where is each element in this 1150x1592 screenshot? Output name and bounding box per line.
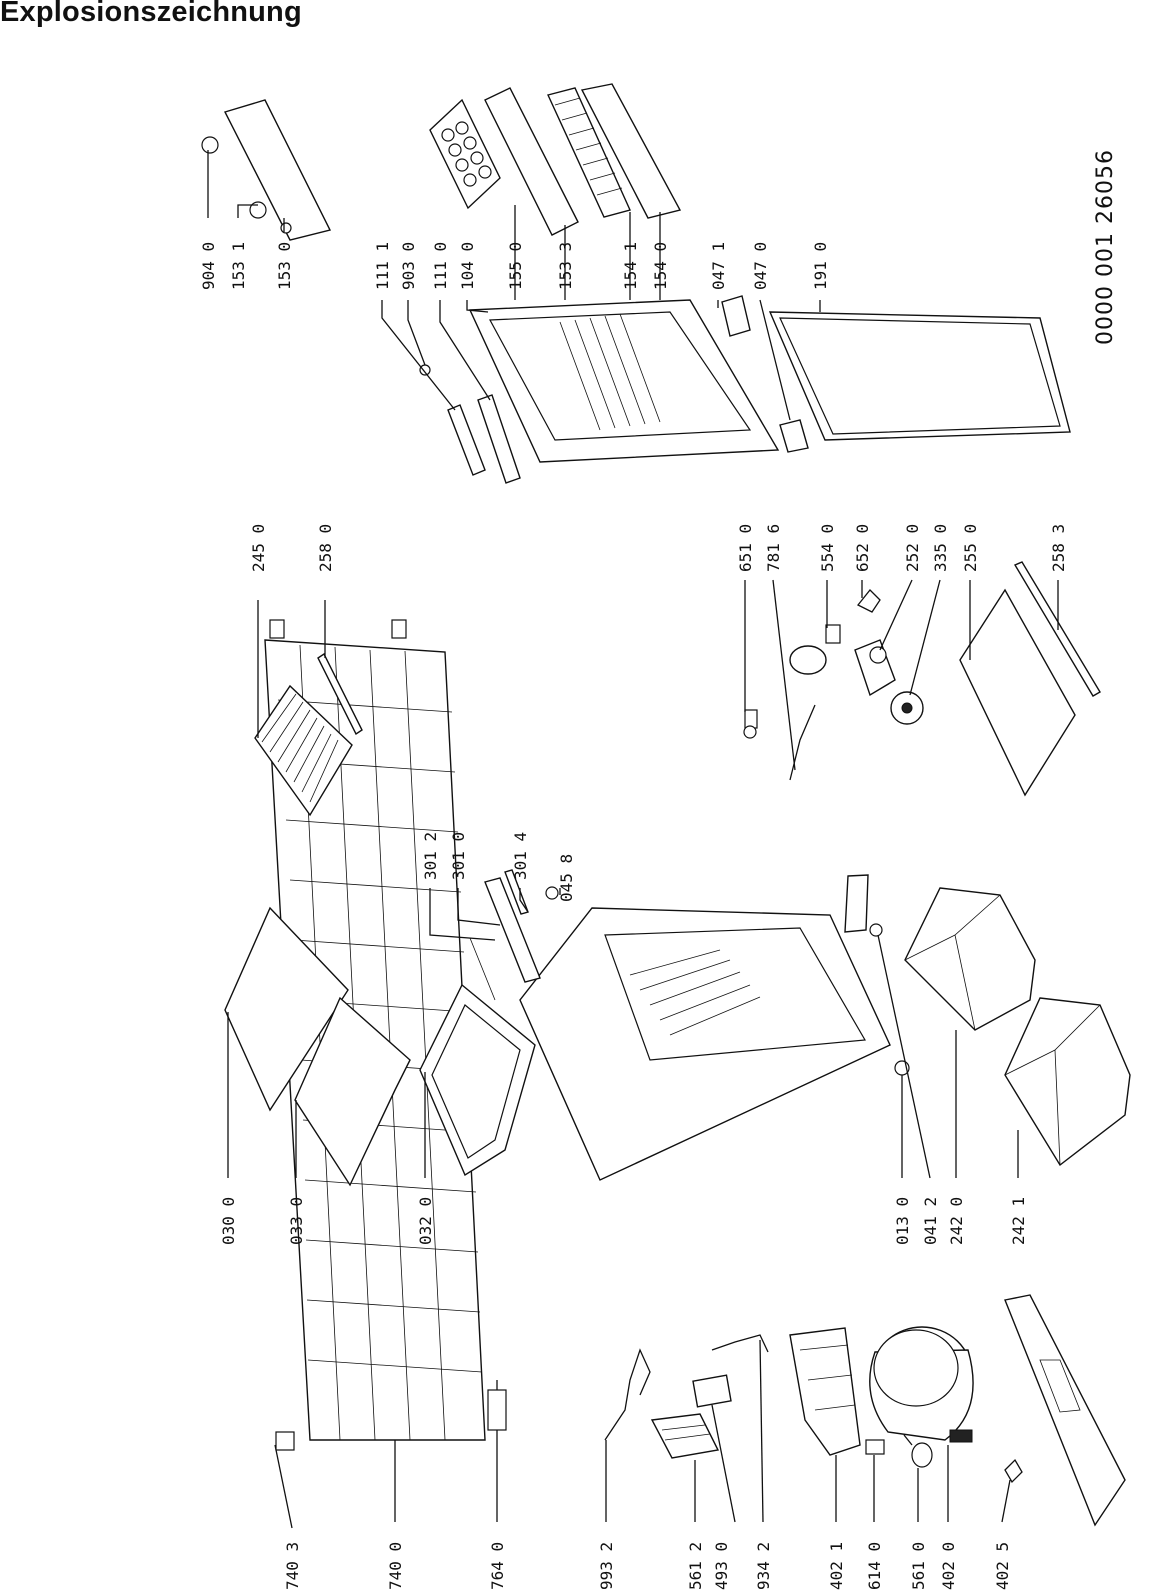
part-label: 903 0 <box>399 242 418 290</box>
part-614-0 <box>865 1439 885 1455</box>
part-label: 652 0 <box>853 524 872 572</box>
part-764-0 <box>487 1380 507 1440</box>
part-651-0 <box>743 709 758 739</box>
part-030-0 <box>224 906 349 1112</box>
part-032-0 <box>419 983 536 1177</box>
part-652-0 <box>856 589 881 613</box>
part-label: 561 2 <box>686 1542 705 1590</box>
part-label: 111 1 <box>373 242 392 290</box>
part-label: 245 0 <box>249 524 268 572</box>
part-561-0 <box>903 1434 933 1468</box>
part-191-0 <box>768 311 1071 441</box>
part-label: 614 0 <box>865 1542 884 1590</box>
part-993-2 <box>604 1348 651 1441</box>
part-242-0 <box>904 887 1036 1031</box>
part-label: 301 4 <box>511 832 530 880</box>
part-047-0 <box>779 419 809 453</box>
part-label: 651 0 <box>736 524 755 572</box>
part-041-2 <box>844 874 883 937</box>
part-label: 155 0 <box>506 242 525 290</box>
part-label: 104 0 <box>458 242 477 290</box>
document-number: 0000 001 26056 <box>1093 149 1118 345</box>
part-label: 904 0 <box>199 242 218 290</box>
part-153-3 <box>484 87 579 236</box>
part-label: 554 0 <box>818 524 837 572</box>
part-013-0 <box>894 1060 910 1088</box>
part-label: 740 3 <box>283 1542 302 1590</box>
part-label: 252 0 <box>903 524 922 572</box>
part-label: 561 0 <box>909 1542 928 1590</box>
part-label: 033 0 <box>287 1197 306 1245</box>
part-047-1 <box>721 295 751 337</box>
part-245-0 <box>254 684 353 817</box>
part-104-0 <box>468 299 780 463</box>
part-label: 154 1 <box>621 242 640 290</box>
part-258-0 <box>317 652 363 736</box>
part-335-0 <box>890 691 924 725</box>
part-242-1 <box>1004 997 1131 1167</box>
part-402-0 <box>869 1326 974 1443</box>
part-153-0 <box>280 222 292 234</box>
part-402-1 <box>789 1327 861 1456</box>
part-label: 045 8 <box>557 854 576 902</box>
part-111-1 <box>447 404 486 476</box>
part-301-0 <box>484 877 541 983</box>
part-045-8 <box>545 886 559 900</box>
part-label: 154 0 <box>651 242 670 290</box>
part-561-2 <box>650 1413 720 1459</box>
part-label: 242 0 <box>947 1197 966 1245</box>
part-label: 764 0 <box>488 1542 507 1590</box>
part-label: 740 0 <box>386 1542 405 1590</box>
leader-lines <box>207 150 1059 1529</box>
part-label: 301 0 <box>449 832 468 880</box>
part-154-1 <box>547 87 631 218</box>
part-label: 781 6 <box>764 524 783 572</box>
part-label: 191 0 <box>811 242 830 290</box>
part-402-5 <box>1004 1458 1023 1484</box>
part-label: 402 0 <box>939 1542 958 1590</box>
cabinet <box>519 907 891 1181</box>
part-label: 030 0 <box>219 1197 238 1245</box>
part-554-0 <box>789 624 841 675</box>
part-label: 047 1 <box>709 242 728 290</box>
part-781-6 <box>789 704 816 781</box>
part-label: 255 0 <box>961 524 980 572</box>
part-155-0 <box>429 98 501 210</box>
part-label: 153 0 <box>275 242 294 290</box>
part-label: 041 2 <box>921 1197 940 1245</box>
part-252-0 <box>854 639 896 697</box>
part-illustrations <box>201 83 1131 1527</box>
page-title: Explosionszeichnung <box>0 0 302 28</box>
part-label: 153 1 <box>229 242 248 290</box>
part-493-0 <box>692 1374 732 1408</box>
part-label: 402 1 <box>827 1542 846 1590</box>
part-label: 993 2 <box>597 1542 616 1590</box>
part-label: 242 1 <box>1009 1197 1028 1245</box>
part-label: 153 3 <box>556 242 575 290</box>
part-label: 032 0 <box>416 1197 435 1245</box>
part-label: 301 2 <box>421 832 440 880</box>
part-934-2 <box>711 1334 769 1353</box>
part-label: 047 0 <box>751 242 770 290</box>
part-label: 258 0 <box>316 524 335 572</box>
part-033-0 <box>294 996 411 1187</box>
part-255-0 <box>959 588 1076 797</box>
base-plate <box>1004 1294 1126 1527</box>
part-301-2 <box>469 937 496 1001</box>
part-label: 335 0 <box>931 524 950 572</box>
part-903-0 <box>419 364 431 376</box>
part-label: 258 3 <box>1049 524 1068 572</box>
part-label: 493 0 <box>712 1542 731 1590</box>
part-labels: 904 0 153 1 153 0 111 1 903 0 111 0 104 … <box>199 149 1118 1590</box>
part-label: 111 0 <box>431 242 450 290</box>
part-904-0 <box>201 99 332 241</box>
part-154-0 <box>580 83 682 219</box>
part-153-1 <box>249 201 267 219</box>
part-label: 402 5 <box>993 1542 1012 1590</box>
part-740-3 <box>275 1431 295 1451</box>
part-label: 934 2 <box>754 1542 773 1590</box>
part-label: 013 0 <box>893 1197 912 1245</box>
